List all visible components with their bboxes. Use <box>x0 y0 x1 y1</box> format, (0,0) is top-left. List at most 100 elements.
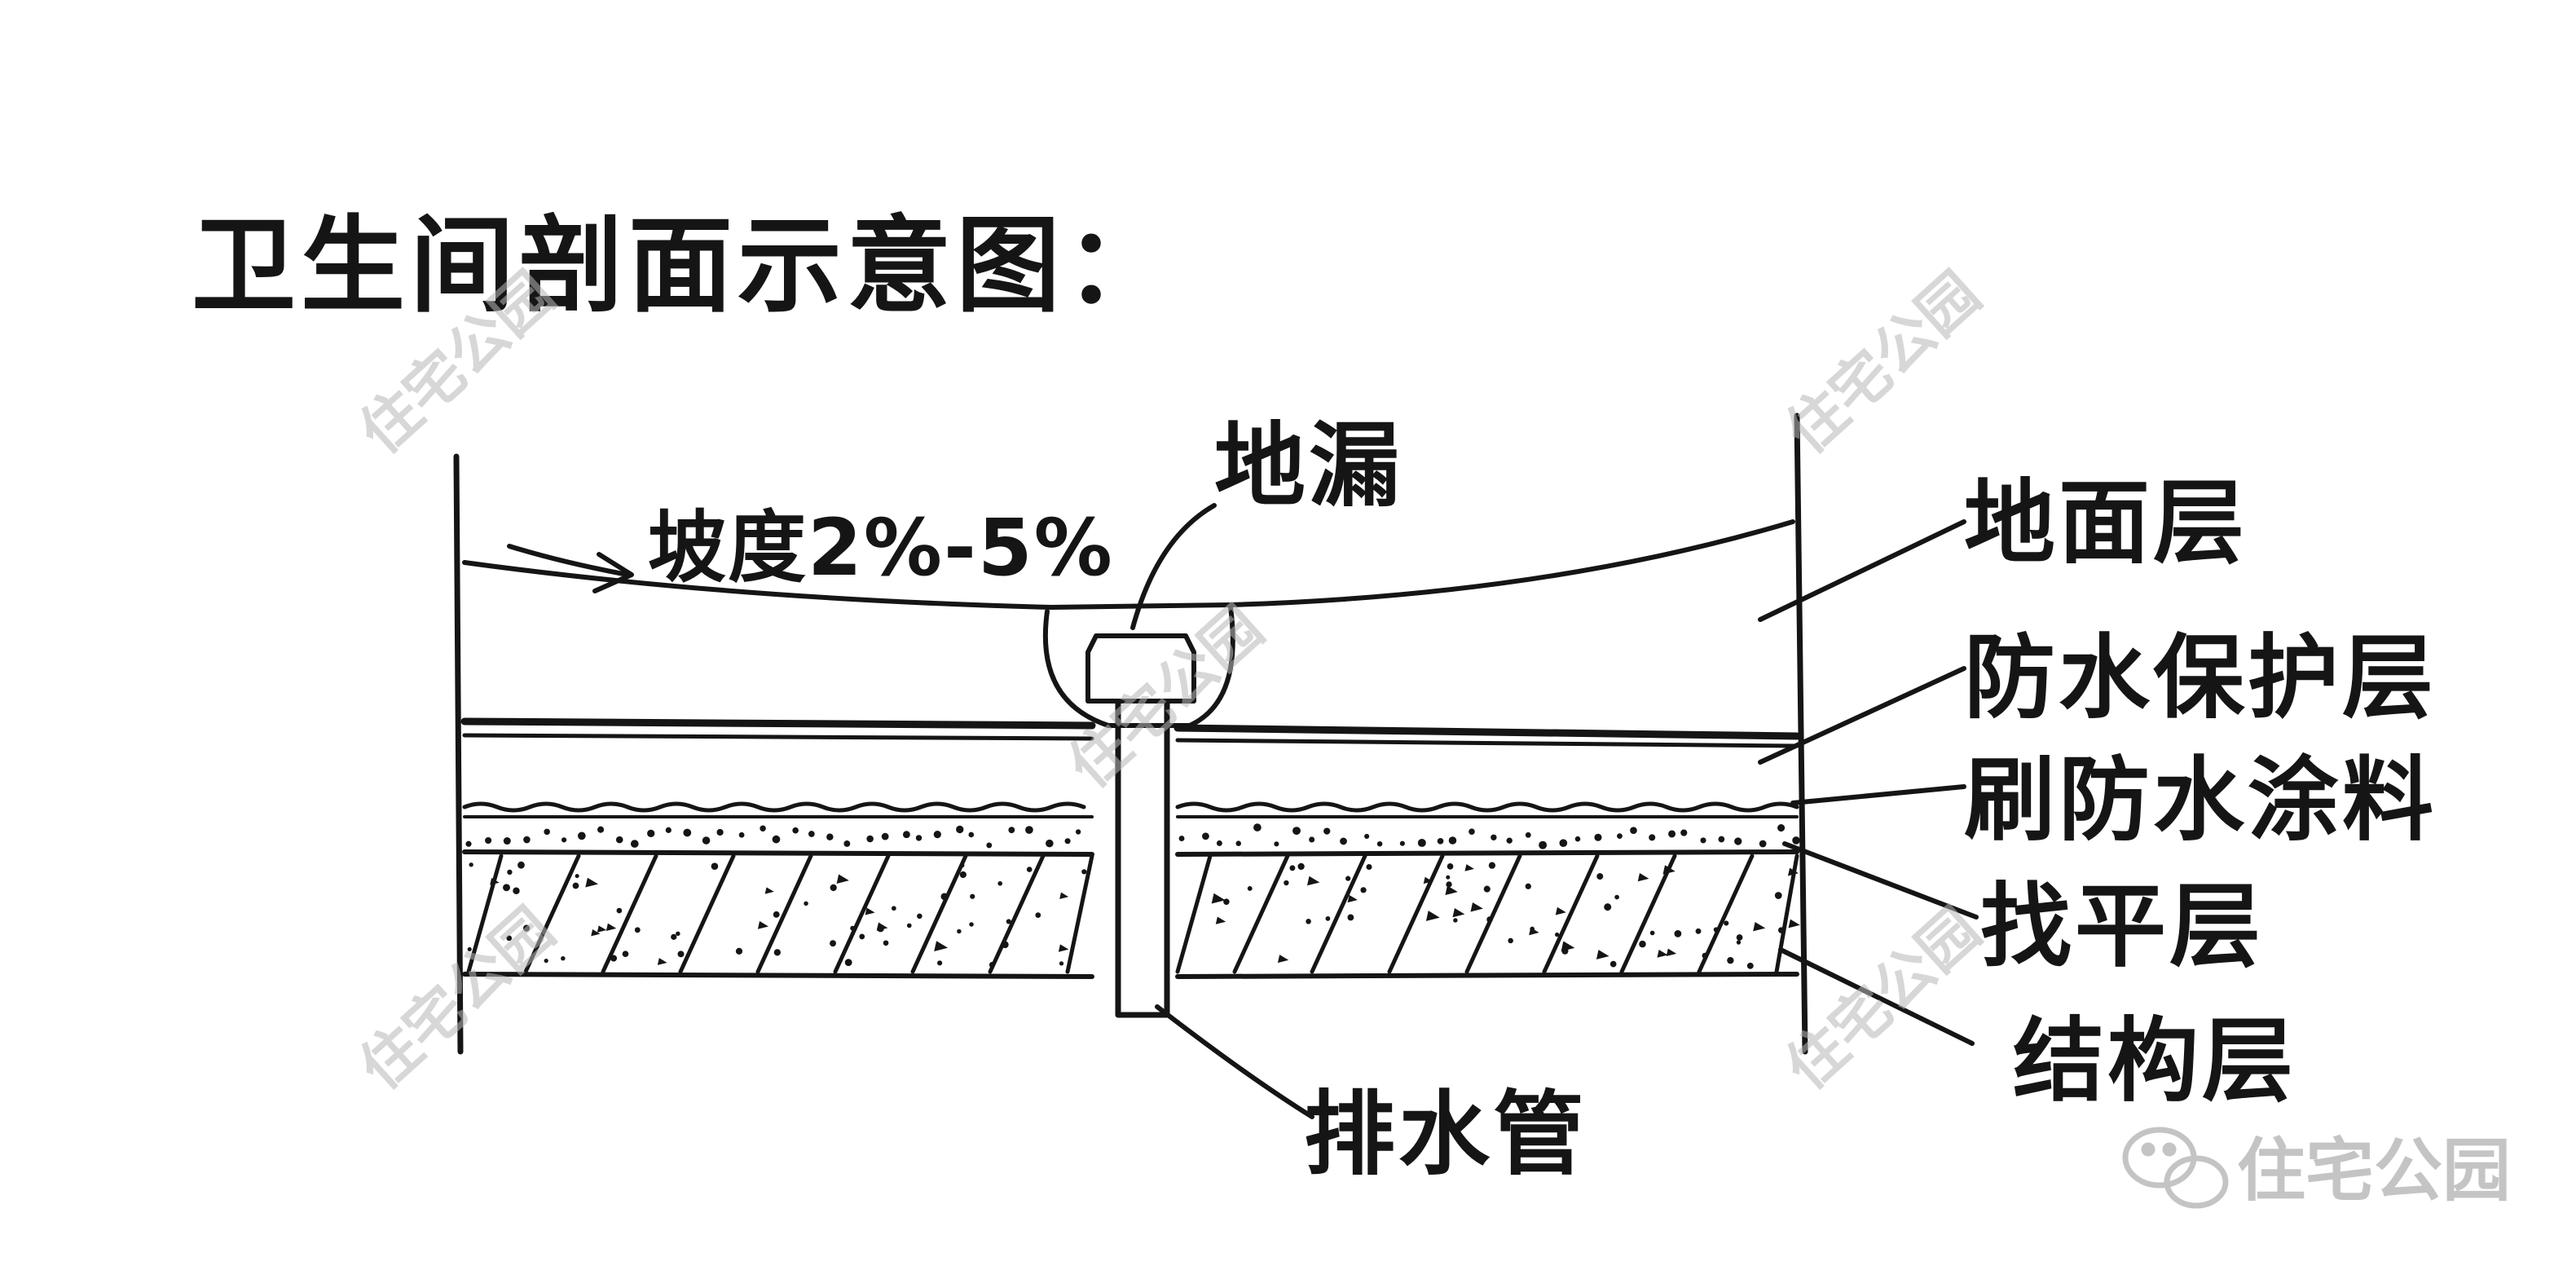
leveling-dot <box>1274 841 1279 847</box>
leveling-dot <box>968 831 975 838</box>
leveling-dot <box>561 837 567 843</box>
aggregate-stone <box>1637 872 1649 882</box>
aggregate-dot <box>1486 916 1493 923</box>
slope-label: 坡度2%-5% <box>648 502 1114 593</box>
structural-hatch-line <box>1065 854 1094 974</box>
leveling-dot <box>986 842 993 849</box>
aggregate-dot <box>1325 915 1331 921</box>
aggregate-dot <box>1508 937 1513 944</box>
leveling-dot <box>956 825 964 834</box>
aggregate-dot <box>467 946 472 952</box>
aggregate-dot <box>997 880 1003 886</box>
aggregate-dot <box>937 960 943 966</box>
aggregate-dot <box>850 925 856 931</box>
leader-floor-surface <box>1758 519 1966 622</box>
aggregate-dot <box>1614 894 1619 900</box>
layer-label-leveling: 找平层 <box>1980 874 2264 980</box>
left-wall <box>453 453 464 1055</box>
aggregate-stone <box>657 958 667 965</box>
leveling-dot <box>1574 836 1581 842</box>
aggregate-dot <box>575 874 579 879</box>
aggregate-stone <box>1529 927 1539 936</box>
leveling-dot <box>738 831 745 838</box>
leveling-dot <box>1680 829 1688 836</box>
leveling-dot <box>1292 827 1301 836</box>
leveling-dot <box>1491 834 1497 840</box>
aggregate-dot <box>959 871 967 879</box>
structural-hatch-line <box>523 854 581 974</box>
aggregate-stone <box>1215 916 1226 924</box>
leveling-dot <box>465 840 472 847</box>
leveling-dot <box>683 828 692 837</box>
structural-hatch-line <box>1697 854 1755 974</box>
leader-waterproof-protection <box>1758 666 1966 765</box>
aggregate-dot <box>610 955 618 962</box>
aggregate-stone <box>836 874 849 884</box>
leveling-dot <box>615 836 623 844</box>
leveling-dot <box>1399 840 1405 846</box>
leveling-dot <box>544 828 550 836</box>
aggregate-dot <box>1366 864 1372 871</box>
leveling-dot <box>503 837 511 845</box>
aggregate-stone <box>1425 911 1440 921</box>
aggregate-dot <box>1713 927 1720 933</box>
aggregate-dot <box>1247 886 1253 891</box>
leveling-dot <box>1630 827 1637 834</box>
leveling-dot <box>1417 838 1426 847</box>
leveling-dot <box>772 835 781 844</box>
aggregate-dot <box>969 922 974 927</box>
leveling-dot <box>933 831 941 839</box>
layer-label-floor-surface: 地面层 <box>1964 470 2248 576</box>
leveling-dot <box>1448 836 1457 845</box>
aggregate-dot <box>1347 914 1354 921</box>
aggregate-stone <box>1452 908 1465 918</box>
aggregate-stone <box>605 923 617 931</box>
aggregate-dot <box>711 862 719 870</box>
brand-logo-text: 住宅公园 <box>2237 1131 2511 1211</box>
aggregate-dot <box>1006 919 1011 924</box>
aggregate-stone <box>1657 950 1668 958</box>
diagram-title: 卫生间剖面示意图： <box>192 205 1174 327</box>
leveling-dot <box>1046 839 1054 848</box>
floor-drain-label: 地漏 <box>1214 413 1403 519</box>
aggregate-dot <box>1035 912 1041 918</box>
aggregate-dot <box>773 911 780 918</box>
aggregate-dot <box>940 893 949 901</box>
aggregate-dot <box>1284 880 1289 886</box>
structural-hatch-line <box>1387 854 1445 974</box>
aggregate-stone <box>1445 885 1458 895</box>
leveling-dot <box>902 831 910 839</box>
aggregate-dot <box>1525 883 1531 889</box>
aggregate-dot <box>1604 903 1612 911</box>
aggregate-dot <box>1488 862 1496 869</box>
aggregate-dot <box>1639 940 1646 948</box>
aggregate-dot <box>957 929 962 934</box>
aggregate-dot <box>634 927 641 933</box>
leveling-dot <box>665 827 672 833</box>
aggregate-dot <box>1483 885 1491 893</box>
leveling-dot <box>1649 834 1656 841</box>
aggregate-dot <box>830 940 836 947</box>
waterproof-coating-left <box>462 801 1086 813</box>
drain-pipe-label: 排水管 <box>1304 1082 1587 1188</box>
aggregate-dot <box>622 951 629 958</box>
aggregate-dot <box>859 933 865 940</box>
aggregate-stone <box>865 907 875 915</box>
aggregate-dot <box>773 949 781 956</box>
aggregate-stone <box>591 929 601 937</box>
leveling-dot <box>647 829 655 838</box>
aggregate-stone <box>757 920 769 929</box>
aggregate-dot <box>735 947 743 955</box>
aggregate-dot <box>1746 962 1754 969</box>
leveling-dot <box>1792 836 1800 845</box>
aggregate-dot <box>830 884 837 892</box>
aggregate-dot <box>917 913 923 920</box>
aggregate-stone <box>1306 876 1320 886</box>
floor-drain-bowl <box>1042 605 1235 728</box>
leveling-dot <box>716 828 724 836</box>
aggregate-dot <box>1674 929 1682 937</box>
wechat-icon <box>2122 1127 2229 1209</box>
leveling-dot <box>1323 827 1331 835</box>
protection-layer-line-left <box>460 717 1096 730</box>
leveling-dot <box>1777 824 1786 832</box>
